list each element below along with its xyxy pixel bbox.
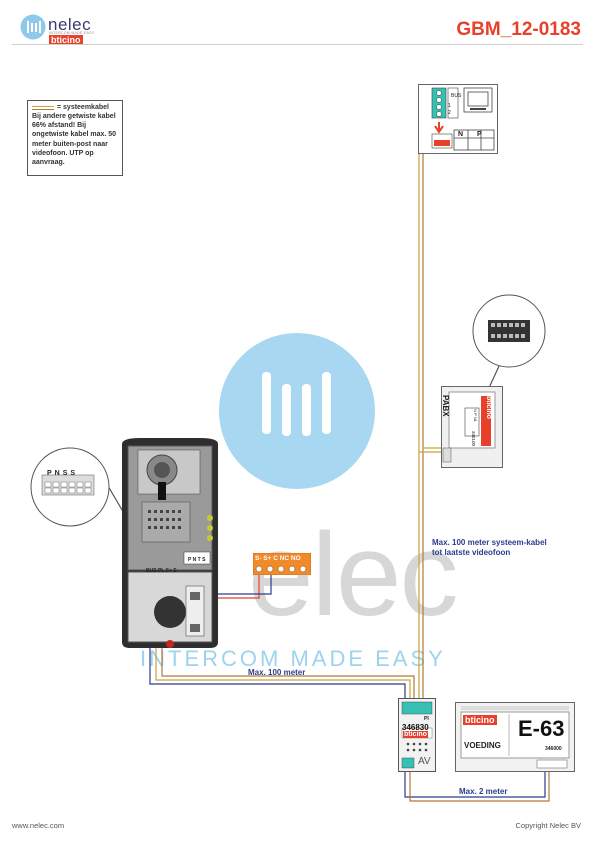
pabx-brand: bticino bbox=[485, 396, 492, 419]
watermark-circle bbox=[219, 333, 375, 489]
pabx-brand-strip bbox=[481, 396, 491, 446]
speaker-grille bbox=[141, 501, 191, 543]
terminal-block bbox=[431, 87, 447, 119]
call-button bbox=[154, 596, 186, 628]
panel-cable-length-label: Max. 100 meter bbox=[248, 668, 306, 677]
panel-bus-label: BUS PL S+ S- bbox=[146, 568, 179, 574]
system-cable-line-icon bbox=[32, 105, 54, 110]
pabx-terminal-zoom bbox=[472, 294, 546, 368]
panel-terminal-label: P N T S bbox=[188, 557, 206, 563]
monitor-n-label: N bbox=[458, 131, 464, 138]
door-panel bbox=[122, 438, 218, 648]
av-brand: bticino bbox=[403, 731, 428, 738]
watermark-bars bbox=[262, 372, 331, 436]
pabx-tap-wires bbox=[419, 447, 444, 453]
bus-plug bbox=[434, 140, 450, 146]
arrow-down-icon bbox=[434, 122, 444, 134]
pabx-terminal-labels: N P N1 bbox=[473, 409, 478, 422]
footer-url[interactable]: www.nelec.com bbox=[12, 821, 65, 830]
monitor-terminal-1: 1 bbox=[448, 103, 451, 109]
logo-tagline: INTERCOM MADE EASY bbox=[49, 31, 95, 35]
logo-brand: bticino bbox=[49, 35, 83, 45]
panel-terminal-labels: PNSS bbox=[47, 470, 79, 477]
monitor-bus-label: BUS bbox=[451, 93, 462, 99]
monitor-p-label: P bbox=[477, 131, 482, 138]
psu-brand: bticino bbox=[463, 715, 497, 725]
av-code: 346830 bbox=[402, 723, 429, 732]
power-supply bbox=[455, 702, 575, 772]
pabx-label: PABX bbox=[441, 395, 450, 417]
watermark-tagline: INTERCOM MADE EASY bbox=[140, 646, 446, 671]
pabx-code: 346100 bbox=[471, 431, 476, 447]
system-cable-length-label: Max. 100 meter systeem-kabel tot laatste… bbox=[432, 538, 547, 557]
np-socket bbox=[453, 129, 495, 151]
psu-cable-length-label: Max. 2 meter bbox=[459, 787, 508, 796]
psu-model: E-63 bbox=[518, 716, 565, 741]
monitor-terminal-2: 2 bbox=[448, 110, 451, 116]
panel-terminal-zoom bbox=[30, 447, 110, 527]
document-code: GBM_12-0183 bbox=[456, 19, 581, 40]
videophone-unit bbox=[418, 84, 498, 154]
pabx-terminal-grid bbox=[464, 407, 480, 437]
legend-body: Bij andere getwiste kabel 66% afstand! B… bbox=[32, 113, 117, 167]
psu-wire-brown bbox=[409, 770, 550, 802]
psu-wire-blue bbox=[404, 770, 546, 798]
av-label: AV bbox=[418, 756, 431, 767]
nelec-logo-icon bbox=[20, 14, 46, 40]
panel-terminal-strip bbox=[183, 551, 211, 565]
legend-title-row: = systeemkabel bbox=[32, 104, 118, 111]
relay-label: S- S+ C NC NO bbox=[255, 555, 301, 562]
psu-name: VOEDING bbox=[464, 741, 501, 750]
footer-copyright: Copyright Nelec BV bbox=[515, 821, 581, 830]
cable-legend: = systeemkabel Bij andere getwiste kabel… bbox=[27, 100, 123, 176]
legend-title: = systeemkabel bbox=[57, 104, 109, 111]
psu-code: 346000 bbox=[545, 746, 562, 752]
logo-name: nelec bbox=[48, 15, 92, 34]
pabx-unit bbox=[441, 386, 503, 468]
relay-module bbox=[253, 553, 311, 575]
header-divider bbox=[12, 44, 583, 45]
av-pi-label: PI bbox=[424, 716, 429, 722]
